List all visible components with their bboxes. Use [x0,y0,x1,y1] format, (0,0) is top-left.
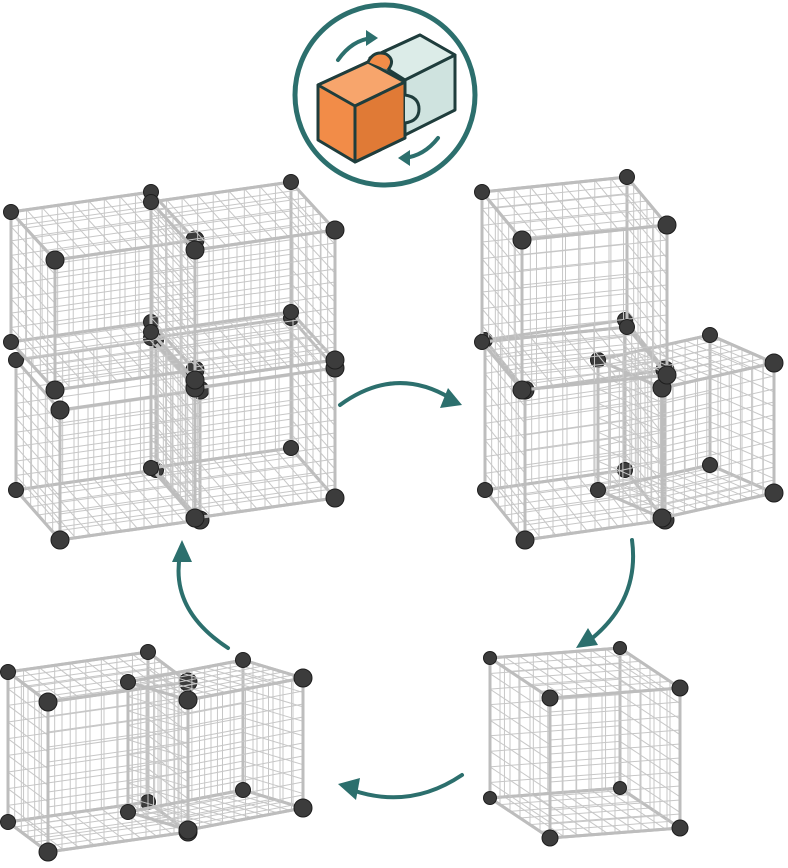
connector-knob [45,250,65,270]
connector-knob [619,169,635,185]
connector-knob [512,230,532,250]
connector-knob [512,380,532,400]
connector-knob [613,781,627,795]
four-cube-configuration [3,174,345,550]
connector-knob [702,457,718,473]
connector-knob [293,798,313,818]
three-cube-configuration [474,169,784,550]
connector-knob [235,652,251,668]
wire-cube [143,174,345,390]
connector-knob [283,304,299,320]
connector-knob [764,353,784,373]
rotate-arrowhead-bottom [398,150,410,166]
arrowhead-down-right [576,628,598,648]
connector-knob [235,782,251,798]
connector-knob [541,689,559,707]
connector-knob [178,820,198,840]
arrow-left [350,773,464,800]
connector-knob [50,530,70,550]
connector-knob [0,664,16,680]
arrow-down-right [588,538,635,642]
connector-knob [474,184,490,200]
arrow-up-left [176,553,230,650]
connector-knob [3,204,19,220]
connector-knob [178,690,198,710]
connector-knob [671,679,689,697]
connector-knob [8,482,24,498]
connector-knob [613,641,627,655]
connector-knob [590,482,606,498]
arrowhead-right [440,388,462,408]
connector-knob [293,668,313,688]
wire-cube [590,327,784,528]
connector-knob [185,508,205,528]
arrowhead-up-left [172,540,192,562]
wire-cube [143,310,345,528]
connector-knob [657,215,677,235]
connector-knob [483,651,497,665]
single-cube-configuration [483,641,689,847]
connector-knob [702,327,718,343]
connector-knob [283,440,299,456]
connector-knob [619,319,635,335]
connector-knob [143,460,159,476]
arrowhead-left [338,778,360,800]
wire-cube [483,641,689,847]
connector-knob [764,483,784,503]
connector-knob [0,814,16,830]
connector-knob [515,530,535,550]
connector-knob [38,692,58,712]
connector-knob [50,400,70,420]
connector-knob [657,365,677,385]
rotate-arrowhead-top [366,30,378,46]
cycle-arrows [172,381,635,800]
wire-cube [474,169,677,400]
connector-knob [45,380,65,400]
connector-knob [474,334,490,350]
connector-knob [483,791,497,805]
connector-knob [120,804,136,820]
connector-knob [38,842,58,862]
connector-knob [325,220,345,240]
puzzle-badge [292,2,478,188]
arrow-right [338,381,452,407]
connector-knob [120,674,136,690]
connector-knob [541,829,559,847]
connector-knob [477,482,493,498]
two-cube-configuration [0,644,313,862]
connector-knob [143,324,159,340]
connector-knob [3,334,19,350]
connector-knob [185,370,205,390]
connector-knob [8,352,24,368]
connector-knob [325,488,345,508]
connector-knob [283,174,299,190]
puzzle-cube-icon [316,33,457,164]
connector-knob [325,350,345,370]
connector-knob [143,194,159,210]
wire-cube [0,644,198,862]
wire-cube [120,652,313,840]
connector-knob [185,240,205,260]
connector-knob [671,819,689,837]
connector-knob [652,508,672,528]
connector-knob [140,644,156,660]
